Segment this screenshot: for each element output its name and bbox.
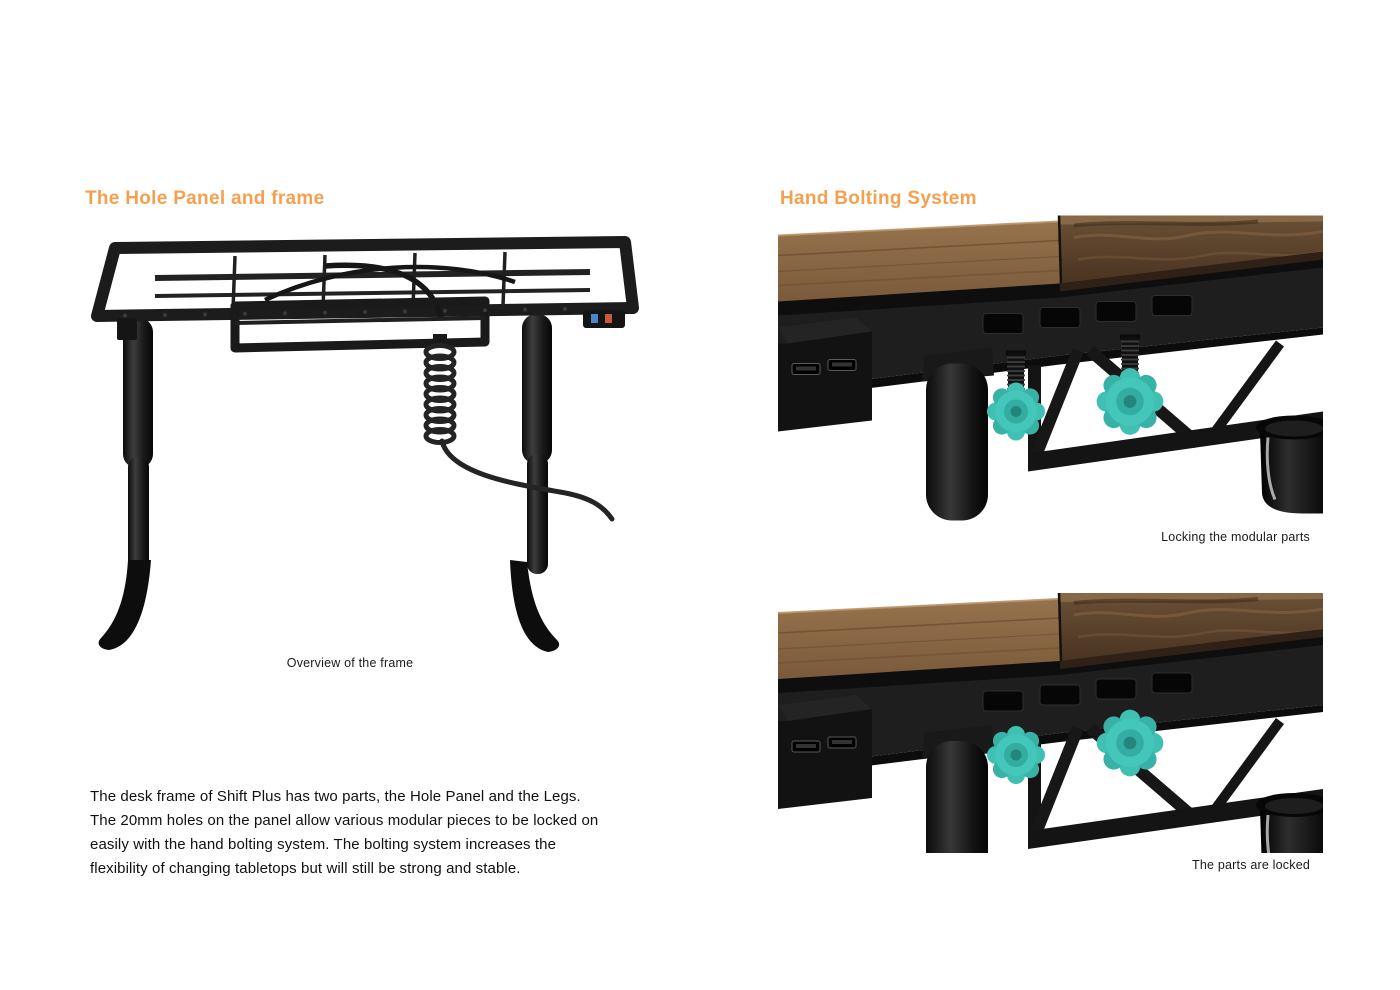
section-heading-frame: The Hole Panel and frame xyxy=(85,187,325,209)
caption-frame-overview: Overview of the frame xyxy=(286,656,414,670)
bolting-render-unlocked xyxy=(778,214,1323,522)
control-box xyxy=(583,310,625,328)
desk-leg-left xyxy=(98,318,153,650)
coiled-cable xyxy=(423,334,615,522)
bolting-render-locked xyxy=(778,593,1323,853)
panel-holes xyxy=(123,307,567,318)
caption-locked: The parts are locked xyxy=(1192,858,1310,872)
caption-locking: Locking the modular parts xyxy=(1161,530,1310,544)
frame-description: The desk frame of Shift Plus has two par… xyxy=(90,788,599,877)
frame-overview-render xyxy=(85,222,645,652)
desk-leg-right xyxy=(510,314,560,652)
hole-panel-frame xyxy=(91,236,639,353)
section-heading-bolting: Hand Bolting System xyxy=(780,187,977,209)
